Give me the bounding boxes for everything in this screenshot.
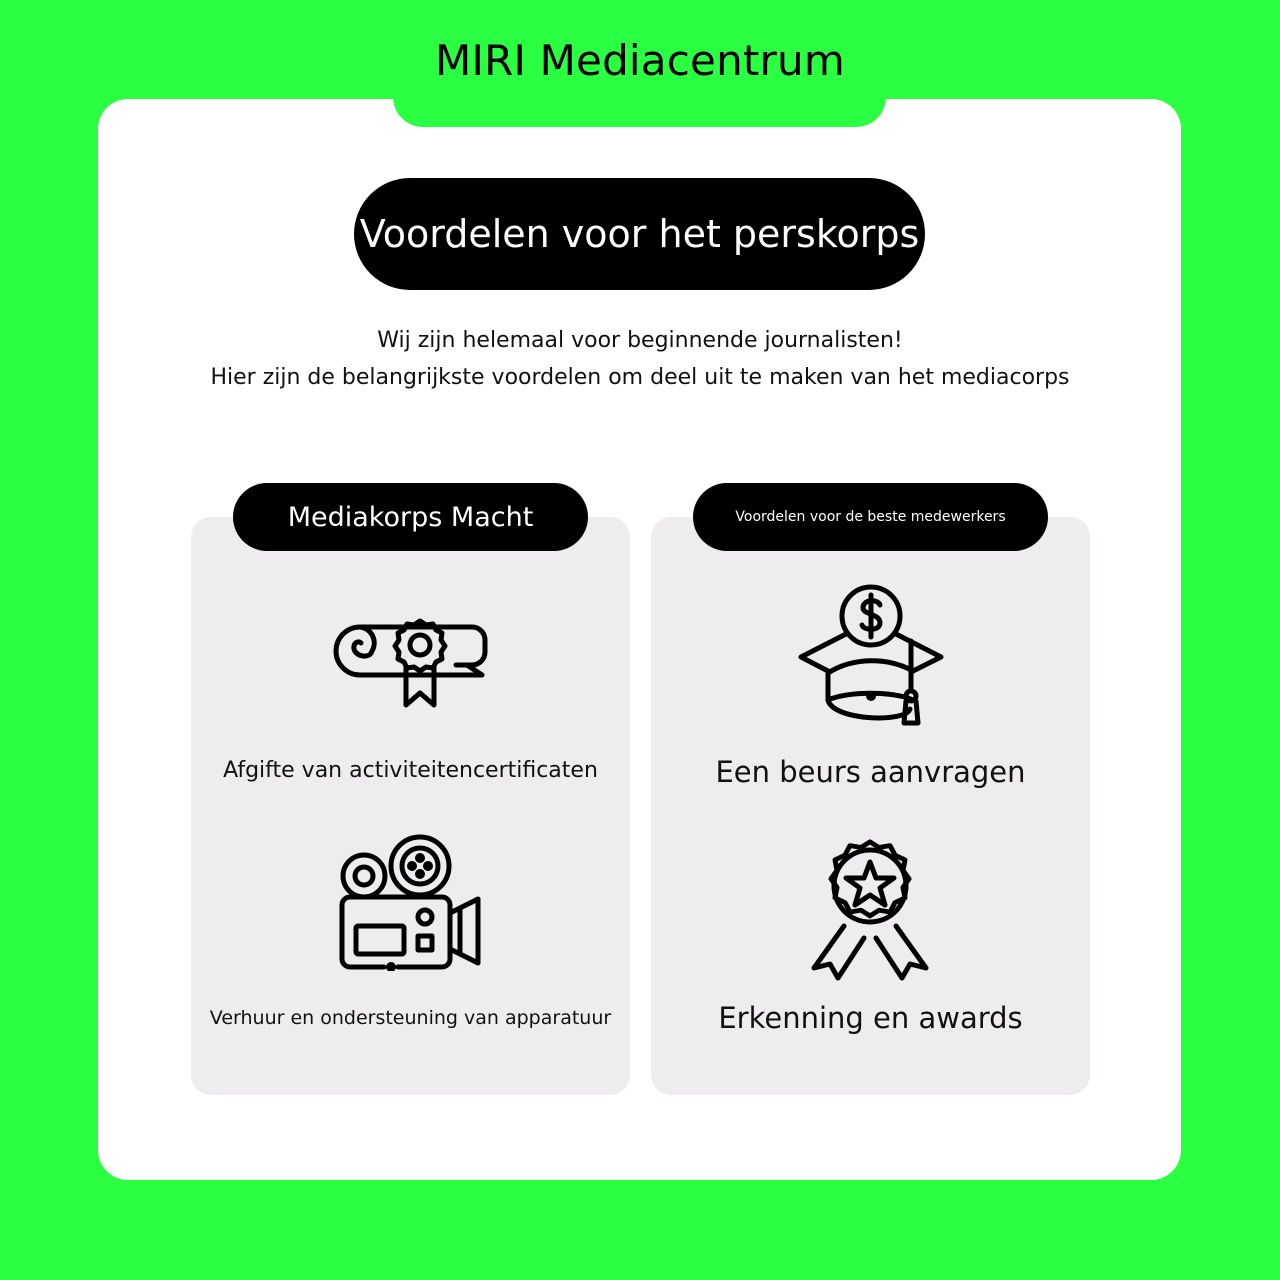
panel-mediakorps-macht xyxy=(191,517,630,1095)
intro-line-2: Hier zijn de belangrijkste voordelen om … xyxy=(210,365,1070,390)
intro-text: Wij zijn helemaal voor beginnende journa… xyxy=(0,322,1280,396)
hero-title-pill: Voordelen voor het perskorps xyxy=(354,178,925,290)
brand-title: MIRI Mediacentrum xyxy=(435,36,845,85)
diploma-certificate-icon xyxy=(332,617,490,709)
benefit-label: Erkenning en awards xyxy=(718,1001,1023,1035)
header-tab xyxy=(393,80,886,127)
intro-line-1: Wij zijn helemaal voor beginnende journa… xyxy=(377,328,903,353)
hero-title: Voordelen voor het perskorps xyxy=(359,212,920,256)
panel-title: Voordelen voor de beste medewerkers xyxy=(735,509,1006,525)
panel-title-pill-left: Mediakorps Macht xyxy=(233,483,588,551)
award-medal-star-icon xyxy=(808,826,932,981)
benefit-label: Verhuur en ondersteuning van apparatuur xyxy=(209,1007,612,1029)
panel-title-pill-right: Voordelen voor de beste medewerkers xyxy=(693,483,1048,551)
benefit-label: Afgifte van activiteitencertificaten xyxy=(223,758,598,783)
scholarship-graduation-cap-icon xyxy=(798,583,944,728)
panel-title: Mediakorps Macht xyxy=(287,501,534,533)
video-camera-icon xyxy=(338,833,484,971)
benefit-label: Een beurs aanvragen xyxy=(715,755,1026,789)
